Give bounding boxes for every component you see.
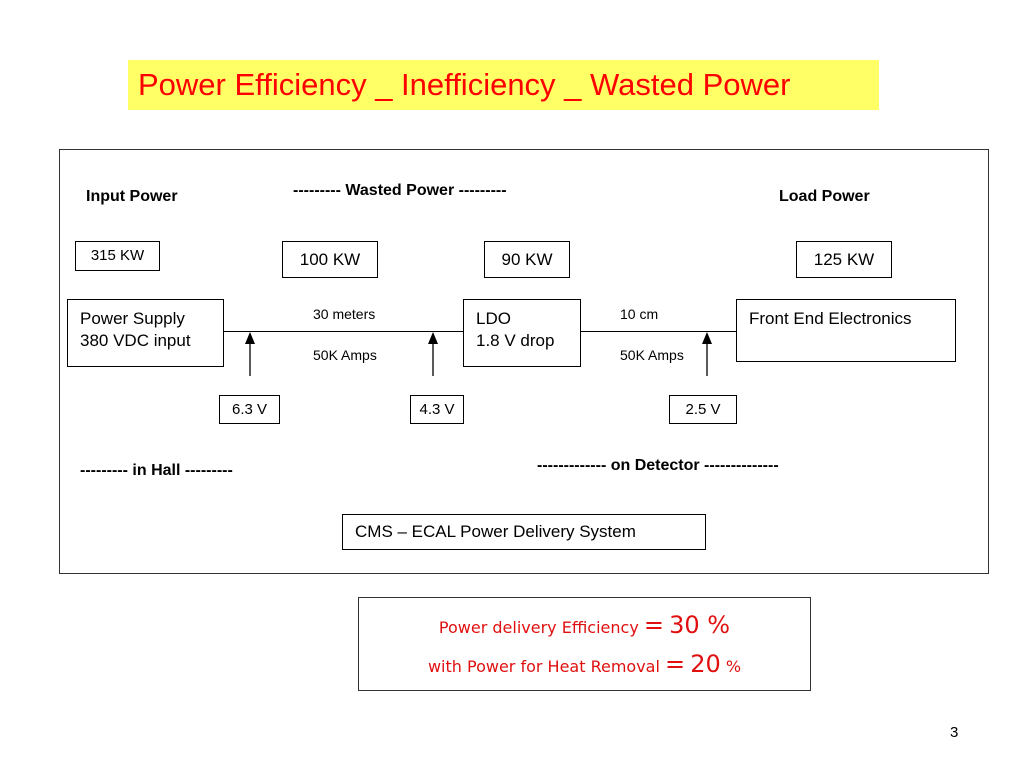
input-power-value: 315 KW	[75, 241, 160, 271]
heading-wasted-power: --------- Wasted Power ---------	[293, 182, 507, 199]
heading-in-hall: --------- in Hall ---------	[80, 462, 233, 479]
power-supply-label: Power Supply	[80, 309, 185, 328]
diagram-frame	[59, 149, 989, 574]
wasted-ldo-power-value: 90 KW	[484, 241, 570, 278]
power-supply-box: Power Supply 380 VDC input	[67, 299, 224, 367]
slide-title: Power Efficiency _ Inefficiency _ Wasted…	[128, 60, 879, 110]
front-end-electronics-box: Front End Electronics	[736, 299, 956, 362]
heat-removal-equals: =	[665, 650, 686, 678]
wasted-cable-power-value: 100 KW	[282, 241, 378, 278]
cable-1-current: 50K Amps	[313, 347, 377, 363]
cable-2-length: 10 cm	[620, 306, 659, 322]
cable-2-line	[581, 331, 736, 332]
voltage-6v3-box: 6.3 V	[219, 395, 280, 424]
heat-removal-label: with Power for Heat Removal	[427, 657, 660, 676]
heading-input-power: Input Power	[86, 188, 178, 205]
voltage-2v5-box: 2.5 V	[669, 395, 737, 424]
cable-2-current: 50K Amps	[620, 347, 684, 363]
cable-1-length: 30 meters	[313, 306, 376, 322]
voltage-4v3-box: 4.3 V	[410, 395, 464, 424]
efficiency-box: Power delivery Efficiency = 30 % with Po…	[358, 597, 811, 691]
efficiency-line-1: Power delivery Efficiency = 30 %	[359, 613, 810, 638]
heading-load-power: Load Power	[779, 188, 870, 205]
page-number: 3	[950, 724, 959, 741]
diagram-caption: CMS – ECAL Power Delivery System	[342, 514, 706, 550]
ldo-box: LDO 1.8 V drop	[463, 299, 581, 367]
front-end-electronics-label: Front End Electronics	[749, 309, 912, 328]
efficiency-label: Power delivery Efficiency	[438, 618, 639, 637]
efficiency-value: 30 %	[669, 611, 731, 639]
cable-1-line	[224, 331, 463, 332]
ldo-label: LDO	[476, 309, 511, 328]
power-supply-input-label: 380 VDC input	[80, 331, 191, 350]
efficiency-line-2: with Power for Heat Removal = 20 %	[359, 652, 810, 677]
heat-removal-unit: %	[725, 657, 742, 676]
heading-on-detector: ------------- on Detector --------------	[537, 457, 779, 474]
heat-removal-value: 20	[690, 650, 721, 678]
ldo-drop-label: 1.8 V drop	[476, 331, 555, 350]
load-power-value: 125 KW	[796, 241, 892, 278]
efficiency-equals: =	[643, 611, 664, 639]
